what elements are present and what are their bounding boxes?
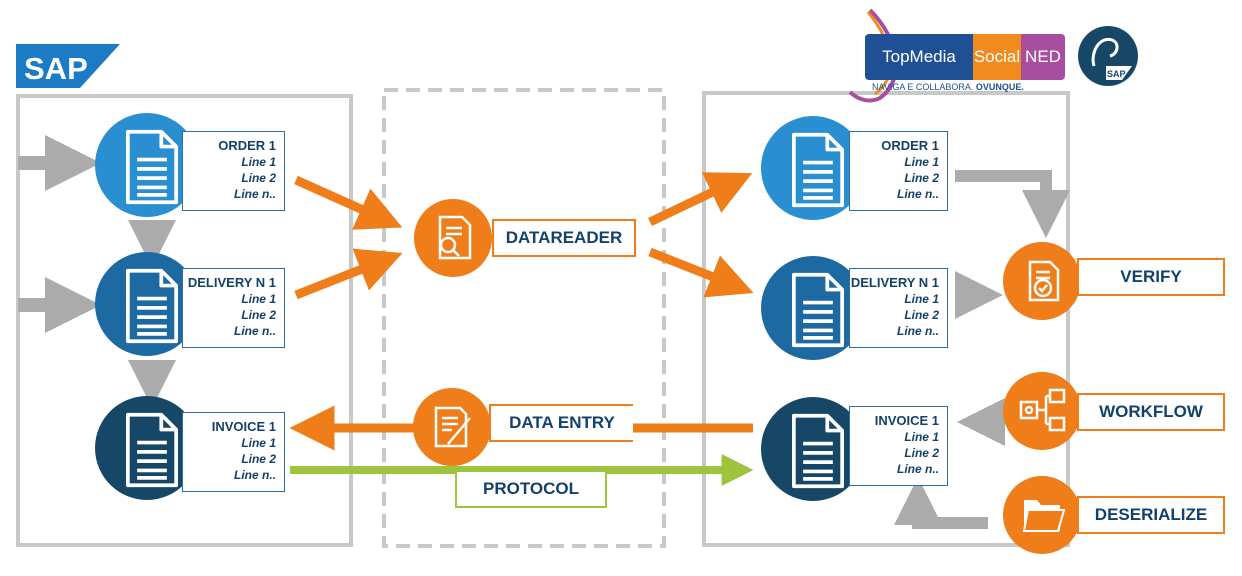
brand-topmedia: TopMedia (865, 34, 973, 80)
orange-arrows (289, 172, 754, 451)
workflow-label: WORKFLOW (1077, 393, 1225, 431)
right-delivery-label: DELIVERY N 1 Line 1 Line 2 Line n.. (849, 268, 948, 348)
data-entry-label: DATA ENTRY (489, 404, 633, 442)
sap-badge-text: SAP (1107, 69, 1126, 79)
search-document-icon (438, 215, 472, 260)
doc-title: ORDER 1 (881, 138, 939, 153)
left-order-label: ORDER 1 Line 1 Line 2 Line n.. (182, 131, 285, 211)
doc-line: Line 2 (904, 171, 939, 185)
doc-line: Line 2 (241, 452, 276, 466)
right-order-label: ORDER 1 Line 1 Line 2 Line n.. (849, 131, 948, 211)
sap-system-panel (16, 94, 353, 547)
doc-line: Line 1 (241, 292, 276, 306)
protocol-label: PROTOCOL (455, 472, 607, 508)
doc-line: Line 1 (904, 292, 939, 306)
right-delivery-circle (761, 256, 865, 360)
brand-tagline: NAVIGA E COLLABORA. OVUNQUE. (872, 82, 1024, 92)
data-entry-circle (413, 388, 491, 466)
left-invoice-circle (95, 396, 199, 500)
doc-title: ORDER 1 (218, 138, 276, 153)
doc-line: Line n.. (897, 187, 939, 201)
doc-title: INVOICE 1 (211, 419, 276, 434)
sap-logo: SAP (16, 44, 120, 88)
doc-line: Line 2 (904, 308, 939, 322)
left-delivery-label: DELIVERY N 1 Line 1 Line 2 Line n.. (182, 268, 285, 348)
middleware-panel (382, 88, 666, 548)
doc-title: DELIVERY N 1 (850, 275, 939, 290)
doc-title: INVOICE 1 (874, 413, 939, 428)
doc-line: Line n.. (897, 324, 939, 338)
right-order-circle (761, 116, 865, 220)
folder-icon (1022, 500, 1066, 532)
doc-line: Line 1 (904, 155, 939, 169)
doc-line: Line 1 (241, 436, 276, 450)
doc-line: Line n.. (897, 462, 939, 476)
doc-line: Line 1 (241, 155, 276, 169)
doc-line: Line n.. (234, 187, 276, 201)
brand-ned: NED (1021, 34, 1065, 80)
brand-social: Social (973, 34, 1021, 80)
doc-line: Line 2 (904, 446, 939, 460)
sap-badge-logo (1078, 26, 1138, 86)
doc-line: Line 2 (241, 308, 276, 322)
right-invoice-label: INVOICE 1 Line 1 Line 2 Line n.. (849, 406, 948, 486)
doc-line: Line n.. (234, 324, 276, 338)
doc-line: Line 1 (904, 430, 939, 444)
verify-label: VERIFY (1077, 258, 1225, 296)
datareader-label: DATAREADER (492, 219, 636, 257)
datareader-circle (414, 199, 492, 277)
left-invoice-label: INVOICE 1 Line 1 Line 2 Line n.. (182, 412, 285, 492)
doc-title: DELIVERY N 1 (187, 275, 276, 290)
doc-line: Line n.. (234, 468, 276, 482)
doc-line: Line 2 (241, 171, 276, 185)
left-delivery-circle (95, 252, 199, 356)
svg-text:SAP: SAP (24, 51, 88, 86)
edit-document-icon (434, 406, 471, 448)
grey-arrows (18, 135, 1070, 529)
left-order-circle (95, 113, 199, 217)
right-invoice-circle (761, 397, 865, 501)
check-document-icon (1028, 260, 1060, 302)
deserialize-label: DESERIALIZE (1077, 496, 1225, 534)
workflow-icon (1019, 388, 1066, 432)
